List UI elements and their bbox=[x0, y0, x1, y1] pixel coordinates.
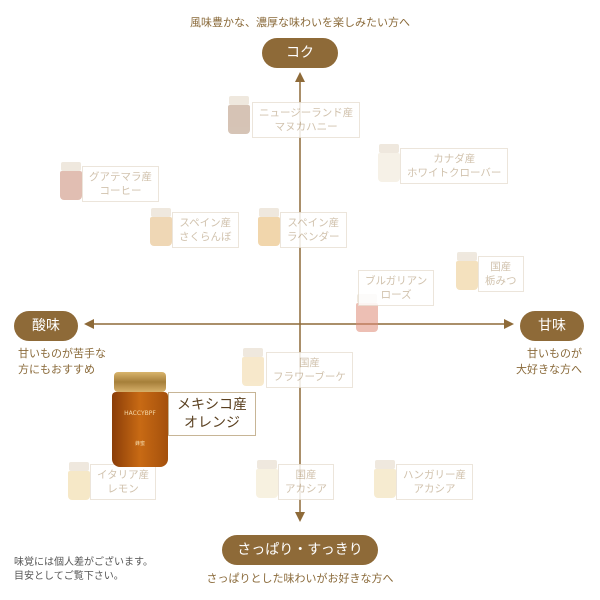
product-variety: マヌカハニー bbox=[274, 121, 338, 133]
product-label-rose[interactable]: ブルガリアン ローズ bbox=[358, 270, 435, 306]
product-jar-tochi bbox=[456, 252, 478, 290]
product-label-flower-bouquet[interactable]: 国産 フラワーブーケ bbox=[266, 352, 353, 388]
product-origin: 国産 bbox=[295, 469, 317, 481]
product-jar-coffee bbox=[60, 162, 82, 200]
product-label-coffee[interactable]: グアテマラ産 コーヒー bbox=[82, 166, 159, 202]
product-variety: ホワイトクローバー bbox=[407, 167, 502, 179]
product-label-acacia-jp[interactable]: 国産 アカシア bbox=[278, 464, 334, 500]
right-description: 甘いものが 大好きな方へ bbox=[516, 346, 582, 378]
product-origin: イタリア産 bbox=[97, 469, 150, 481]
product-variety: アカシア bbox=[285, 483, 327, 495]
highlight-label-orange[interactable]: メキシコ産 オレンジ bbox=[168, 392, 256, 436]
axis-label-bottom: さっぱり・すっきり bbox=[222, 535, 378, 565]
product-jar-manuka bbox=[228, 96, 250, 134]
product-variety: さくらんぼ bbox=[179, 231, 232, 243]
jar-body: HACCYBPF 蜂蜜 bbox=[112, 392, 168, 467]
disclaimer-line: 味覚には個人差がございます。 bbox=[14, 557, 153, 568]
disclaimer: 味覚には個人差がございます。 目安としてご覧下さい。 bbox=[14, 556, 153, 584]
product-label-manuka[interactable]: ニュージーランド産 マヌカハニー bbox=[252, 102, 361, 138]
product-jar-lavender bbox=[258, 208, 280, 246]
product-variety: コーヒー bbox=[99, 185, 142, 197]
product-origin: スペイン産 bbox=[179, 217, 232, 229]
product-origin: スペイン産 bbox=[287, 217, 340, 229]
product-jar-acacia-jp bbox=[256, 460, 278, 498]
product-origin: 国産 bbox=[490, 261, 512, 273]
highlight-variety: オレンジ bbox=[184, 415, 240, 431]
product-label-white-clover[interactable]: カナダ産 ホワイトクローバー bbox=[400, 148, 509, 184]
product-origin: ハンガリー産 bbox=[403, 469, 466, 481]
left-desc-line: 方にもおすすめ bbox=[18, 363, 95, 376]
arrow-down bbox=[295, 512, 305, 522]
highlight-origin: メキシコ産 bbox=[177, 397, 247, 413]
product-variety: アカシア bbox=[413, 483, 456, 495]
product-label-tochi[interactable]: 国産 栃みつ bbox=[478, 256, 524, 292]
top-note: 風味豊かな、濃厚な味わいを楽しみたい方へ bbox=[190, 16, 410, 29]
jar-label-subtext: 蜂蜜 bbox=[134, 441, 145, 447]
product-label-lavender[interactable]: スペイン産 ラベンダー bbox=[280, 212, 347, 248]
axis-label-right: 甘味 bbox=[520, 311, 584, 341]
jar-cap bbox=[114, 372, 166, 392]
product-variety: ローズ bbox=[380, 289, 412, 301]
product-origin: カナダ産 bbox=[433, 153, 476, 165]
left-description: 甘いものが苦手な 方にもおすすめ bbox=[18, 346, 106, 378]
product-jar-flower-bouquet bbox=[242, 348, 264, 386]
product-variety: ラベンダー bbox=[287, 231, 340, 243]
product-jar-cherry bbox=[150, 208, 172, 246]
disclaimer-line: 目安としてご覧下さい。 bbox=[14, 571, 124, 582]
arrow-left bbox=[84, 319, 94, 329]
arrow-up bbox=[295, 72, 305, 82]
product-label-acacia-hu[interactable]: ハンガリー産 アカシア bbox=[396, 464, 473, 500]
axis-label-left: 酸味 bbox=[14, 311, 78, 341]
product-origin: ニュージーランド産 bbox=[259, 107, 354, 119]
product-origin: グアテマラ産 bbox=[89, 171, 152, 183]
product-label-lemon[interactable]: イタリア産 レモン bbox=[90, 464, 157, 500]
product-origin: 国産 bbox=[298, 357, 320, 369]
arrow-right bbox=[504, 319, 514, 329]
product-jar-white-clover bbox=[378, 144, 400, 182]
product-jar-acacia-hu bbox=[374, 460, 396, 498]
product-variety: フラワーブーケ bbox=[273, 371, 346, 383]
bottom-note: さっぱりとした味わいがお好きな方へ bbox=[206, 572, 394, 585]
left-desc-line: 甘いものが苦手な bbox=[18, 347, 106, 360]
right-desc-line: 大好きな方へ bbox=[516, 363, 582, 376]
right-desc-line: 甘いものが bbox=[527, 347, 582, 360]
jar-label-text: HACCYBPF bbox=[124, 410, 156, 417]
product-label-cherry[interactable]: スペイン産 さくらんぼ bbox=[172, 212, 239, 248]
axis-label-top: コク bbox=[262, 38, 338, 68]
product-jar-lemon bbox=[68, 462, 90, 500]
highlight-jar-orange[interactable]: HACCYBPF 蜂蜜 bbox=[112, 372, 168, 467]
product-variety: レモン bbox=[107, 483, 139, 495]
product-variety: 栃みつ bbox=[485, 275, 517, 287]
product-origin: ブルガリアン bbox=[365, 275, 428, 287]
